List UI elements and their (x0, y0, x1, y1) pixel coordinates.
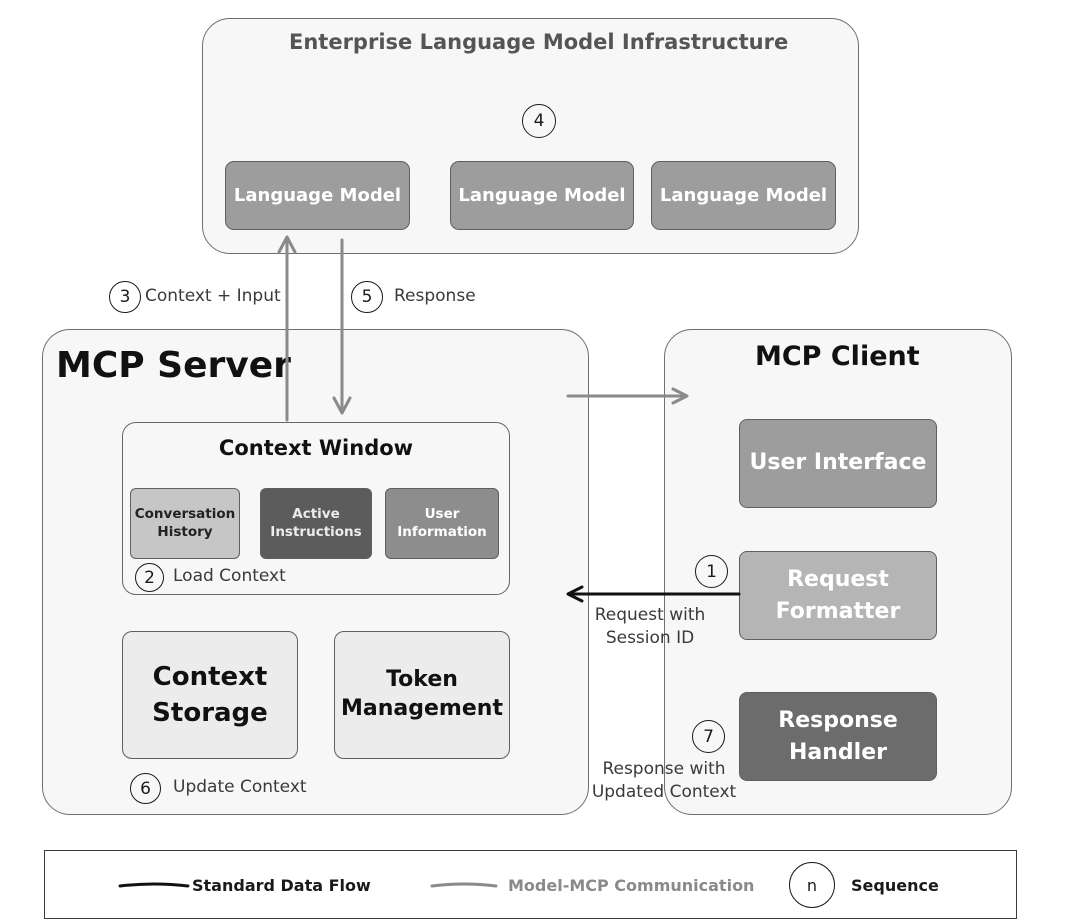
legend-model-label: Model-MCP Communication (508, 876, 755, 895)
user-interface-box: User Interface (739, 419, 937, 508)
infrastructure-title: Enterprise Language Model Infrastructure (289, 30, 789, 54)
request-line-2: Session ID (605, 627, 695, 648)
request-formatter-text: Request Formatter (775, 566, 901, 624)
legend-standard-label: Standard Data Flow (192, 876, 371, 895)
load-context-label: Load Context (173, 566, 286, 586)
conversation-history-box: Conversation History (130, 488, 240, 559)
step-5-circle: 5 (351, 281, 383, 313)
response-handler-box: Response Handler (739, 692, 937, 781)
step-7-circle: 7 (692, 720, 725, 753)
legend-sequence-circle: n (789, 862, 835, 908)
context-storage-box: Context Storage (122, 631, 298, 759)
arrow-response (332, 238, 352, 415)
response-handler-text: Response Handler (778, 707, 898, 765)
language-model-2: Language Model (450, 161, 634, 230)
step-2-circle: 2 (135, 563, 164, 592)
context-input-label: Context + Input (145, 286, 281, 306)
active-instructions-box: Active Instructions (260, 488, 372, 559)
arrow-server-to-client (566, 387, 689, 405)
mcp-server-title: MCP Server (56, 345, 291, 386)
request-line-1: Request with (594, 605, 706, 625)
language-model-1: Language Model (225, 161, 410, 230)
response-label: Response (394, 286, 476, 306)
step-3-circle: 3 (109, 281, 141, 313)
context-window-title: Context Window (218, 436, 414, 460)
step-6-circle: 6 (130, 773, 161, 804)
arrow-context-input (277, 235, 297, 422)
language-model-3: Language Model (651, 161, 836, 230)
arrow-request (566, 585, 741, 603)
update-context-label: Update Context (173, 777, 307, 797)
token-management-box: Token Management (334, 631, 510, 759)
user-information-box: User Information (385, 488, 499, 559)
legend-standard-line (118, 882, 190, 888)
step-1-circle: 1 (695, 555, 728, 588)
mcp-client-title: MCP Client (755, 341, 920, 372)
response-updated-line-2: Updated Context (591, 781, 737, 802)
response-updated-line-1: Response with (602, 759, 726, 779)
step-4-circle: 4 (522, 104, 556, 138)
legend-model-line (430, 882, 498, 888)
legend-box (44, 850, 1017, 919)
request-session-label: Request with Session ID (585, 604, 715, 650)
response-updated-label: Response with Updated Context (588, 758, 740, 804)
legend-sequence-label: Sequence (851, 876, 939, 895)
request-formatter-box: Request Formatter (739, 551, 937, 640)
